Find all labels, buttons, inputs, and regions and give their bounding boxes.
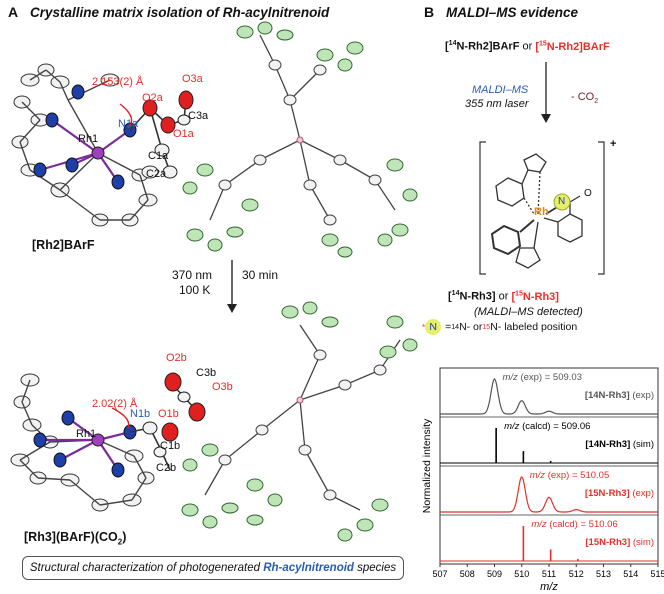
series-label-1: [14N-Rh3] (sim) (585, 439, 654, 450)
complex-charge: + (610, 138, 617, 150)
atom-label-o3a: O3a (182, 73, 203, 85)
x-axis-label: m/z (540, 581, 558, 593)
series-note-2: m/z (exp) = 510.05 (530, 470, 609, 481)
maldi-method-label: MALDI–MS (472, 84, 529, 96)
x-tick-label: 514 (623, 569, 638, 579)
atom-label-c3b: C3b (196, 367, 217, 379)
series-label-2: [15N-Rh3] (exp) (585, 488, 654, 499)
compound-label-rh2-barf: [Rh2]BArF (32, 238, 95, 252)
atom-label-rh1-bottom: Rh1 (76, 428, 97, 440)
panel-a-label: A (8, 4, 19, 20)
rh-n-distance-top: 2.153(2) Å (92, 76, 144, 88)
caption-suffix: species (357, 562, 397, 574)
x-tick-label: 511 (542, 569, 556, 579)
atom-label-c1b: C1b (160, 440, 181, 452)
labeled-n-badge: N (425, 319, 442, 335)
series-note-3: m/z (calcd) = 510.06 (531, 519, 617, 530)
atom-label-c2b: C2b (156, 462, 177, 474)
condition-temperature: 100 K (179, 283, 211, 297)
y-axis-label: Normalized intensity (421, 418, 433, 513)
atom-label-o3b: O3b (212, 381, 233, 393)
co2-loss-label: - CO2 (571, 91, 599, 106)
atom-label-c2a: C2a (146, 168, 167, 180)
detected-label: (MALDI–MS detected) (474, 306, 583, 318)
series-line-0 (440, 378, 658, 415)
reaction-arrow-b (541, 62, 551, 123)
panel-b-title: MALDI–MS evidence (446, 5, 579, 20)
atom-label-n1a: N1a (118, 118, 139, 130)
atom-label-rh1-top: Rh1 (78, 133, 99, 145)
series-label-0: [14N-Rh3] (exp) (585, 390, 654, 401)
reaction-arrow-a (227, 260, 237, 313)
rh-atom-symbol: Rh (534, 206, 549, 218)
x-tick-label: 508 (460, 569, 475, 579)
condition-wavelength: 370 nm (172, 268, 213, 282)
structure-caption-box: Structural characterization of photogene… (22, 556, 404, 580)
x-tick-label: 510 (514, 569, 529, 579)
condition-time: 30 min (242, 268, 279, 282)
product-line: [14N-Rh3] or [15N-Rh3] (448, 290, 559, 303)
n-atom-symbol: N (558, 196, 566, 207)
reactant-line: [14N-Rh2]BArF or [15N-Rh2]BArF (445, 40, 610, 53)
atom-label-c1a: C1a (148, 150, 169, 162)
atom-label-o2b: O2b (166, 352, 187, 364)
caption-prefix: Structural characterization of photogene… (29, 562, 260, 574)
atom-label-o2a: O2a (142, 92, 163, 104)
atom-label-o1a: O1a (173, 128, 194, 140)
caption-highlight: Rh-acylnitrenoid (263, 562, 354, 574)
series-line-2 (440, 476, 658, 513)
series-note-0: m/z (exp) = 509.03 (503, 372, 582, 383)
panel-b-label: B (424, 4, 435, 20)
x-tick-label: 515 (650, 569, 664, 579)
laser-label: 355 nm laser (465, 98, 529, 110)
series-label-3: [15N-Rh3] (sim) (585, 537, 654, 548)
series-note-1: m/z (calcd) = 509.06 (504, 421, 590, 432)
atom-label-c3a: C3a (188, 110, 209, 122)
atom-label-o1b: O1b (158, 408, 179, 420)
rh2-crystal-structure (11, 21, 418, 258)
rh-n-distance-bottom: 2.02(2) Å (92, 398, 138, 410)
panel-a-title: Crystalline matrix isolation of Rh-acyln… (30, 5, 330, 20)
x-tick-label: 513 (596, 569, 611, 579)
rh3-complex-structure (479, 141, 605, 275)
rh3-crystal-structure (10, 301, 418, 542)
atom-label-n1b: N1b (130, 408, 151, 420)
maldi-spectra-chart: m/z (exp) = 509.03[14N-Rh3] (exp) m/z (ca… (421, 367, 664, 593)
x-tick-label: 512 (569, 569, 584, 579)
compound-label-rh3-barf-co2: [Rh3](BArF)(CO2) (24, 530, 127, 547)
x-tick-label: 507 (432, 569, 447, 579)
o-atom-symbol: O (584, 188, 592, 199)
x-tick-label: 509 (487, 569, 502, 579)
